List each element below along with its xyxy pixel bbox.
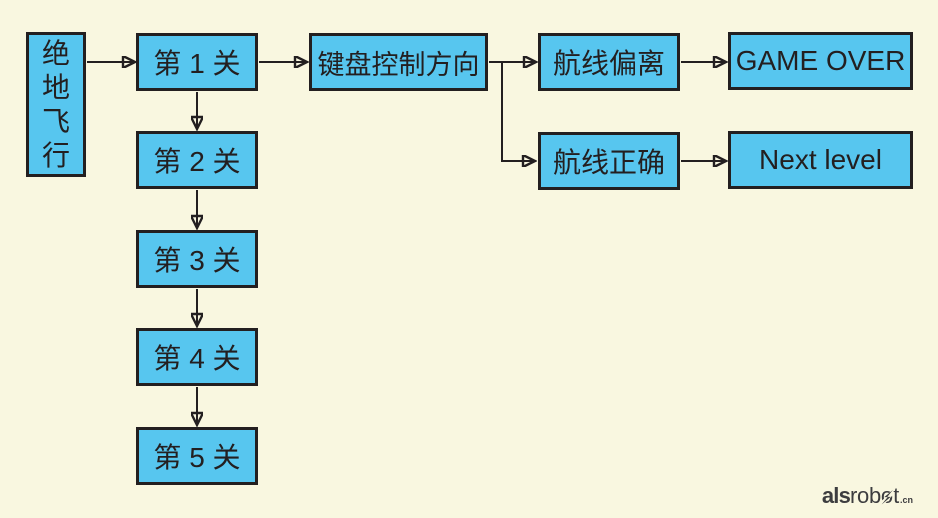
start-char-2: 地 [41,71,70,103]
node-route-deviation-label: 航线偏离 [552,48,665,79]
alsrobot-logo: alsrobot.cn [822,483,913,513]
node-game-over: GAME OVER [728,32,913,90]
logo-tld: .cn [899,495,913,505]
node-level-5: 第 5 关 [136,427,258,485]
node-keyboard-control: 键盘控制方向 [309,33,488,91]
logo-text-bold: als [821,483,851,508]
node-level-4: 第 4 关 [136,328,258,386]
connector-keyboard-to-correct [501,62,535,161]
lightning-bolt-icon [880,490,895,505]
start-char-1: 绝 [41,37,70,69]
node-keyboard-control-label: 键盘控制方向 [317,49,480,80]
node-level-2-label: 第 2 关 [153,146,241,177]
logo-stylized-o: o [880,483,895,509]
node-start-jedi-flight: 绝 地 飞 行 [26,32,86,177]
node-level-2: 第 2 关 [136,131,258,189]
node-level-5-label: 第 5 关 [153,442,241,473]
start-char-4: 行 [41,139,70,171]
node-level-3-label: 第 3 关 [153,245,241,276]
node-level-1-label: 第 1 关 [153,48,241,79]
node-route-correct: 航线正确 [538,132,680,190]
logo-text-mid: rob [850,483,881,508]
node-next-level: Next level [728,131,913,189]
logo-text-end: t [893,483,899,508]
node-level-3: 第 3 关 [136,230,258,288]
node-next-level-label: Next level [759,144,882,175]
node-level-1: 第 1 关 [136,33,258,91]
node-route-deviation: 航线偏离 [538,33,680,91]
start-char-3: 飞 [41,105,70,137]
node-game-over-label: GAME OVER [735,45,906,76]
node-level-4-label: 第 4 关 [153,343,241,374]
node-route-correct-label: 航线正确 [552,147,665,178]
